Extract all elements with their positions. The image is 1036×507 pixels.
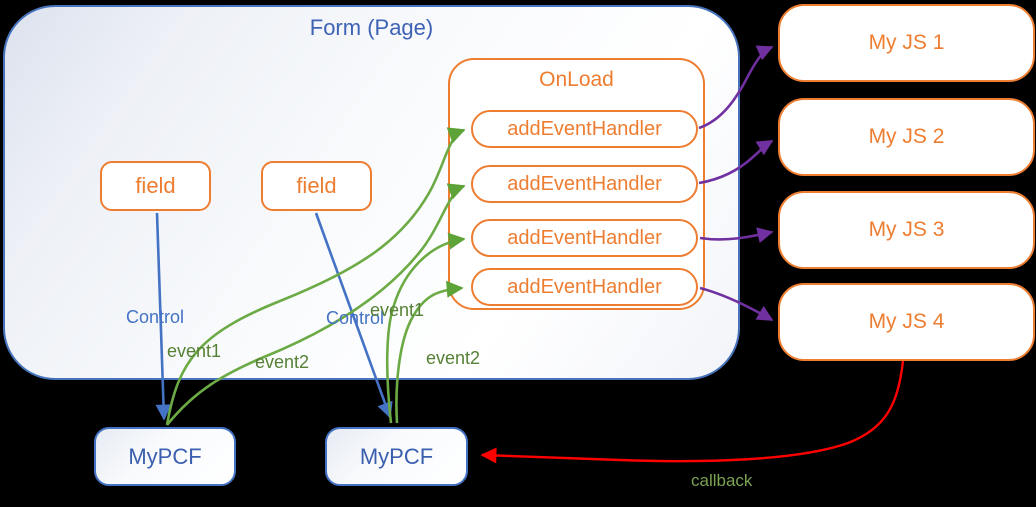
my-js-label-1: My JS 1 xyxy=(868,31,945,54)
field-box-1: field xyxy=(100,161,211,211)
add-event-handler-pill-3: addEventHandler xyxy=(471,219,698,257)
my-js-box-2: My JS 2 xyxy=(778,98,1035,176)
my-js-box-3: My JS 3 xyxy=(778,191,1035,269)
add-event-handler-label-2: addEventHandler xyxy=(507,172,662,195)
field-box-2: field xyxy=(261,161,372,211)
add-event-handler-pill-2: addEventHandler xyxy=(471,165,698,203)
event2-label-2: event2 xyxy=(426,348,481,368)
mypcf-box-2: MyPCF xyxy=(325,427,468,486)
control-label-1: Control xyxy=(126,307,185,327)
callback-label: callback xyxy=(691,471,753,490)
my-js-box-1: My JS 1 xyxy=(778,4,1035,82)
mypcf-box-1: MyPCF xyxy=(94,427,236,486)
form-page-title: Form (Page) xyxy=(309,15,434,40)
my-js-label-2: My JS 2 xyxy=(868,125,945,148)
add-event-handler-label-1: addEventHandler xyxy=(507,117,662,140)
mypcf-label-2: MyPCF xyxy=(359,443,434,469)
add-event-handler-label-4: addEventHandler xyxy=(507,275,662,298)
field-label-1: field xyxy=(135,173,176,198)
add-event-handler-label-3: addEventHandler xyxy=(507,226,662,249)
event2-label-1: event2 xyxy=(255,352,310,372)
my-js-box-4: My JS 4 xyxy=(778,283,1035,361)
event1-label-1: event1 xyxy=(167,341,222,361)
event1-label-2: event1 xyxy=(370,300,425,320)
control-label-2: Control xyxy=(326,308,385,328)
my-js-label-4: My JS 4 xyxy=(868,310,945,333)
mypcf-label-1: MyPCF xyxy=(128,443,202,469)
my-js-label-3: My JS 3 xyxy=(868,218,945,241)
add-event-handler-pill-4: addEventHandler xyxy=(471,268,698,306)
onload-title: OnLoad xyxy=(539,68,614,91)
field-label-2: field xyxy=(296,173,337,198)
add-event-handler-pill-1: addEventHandler xyxy=(471,110,698,148)
